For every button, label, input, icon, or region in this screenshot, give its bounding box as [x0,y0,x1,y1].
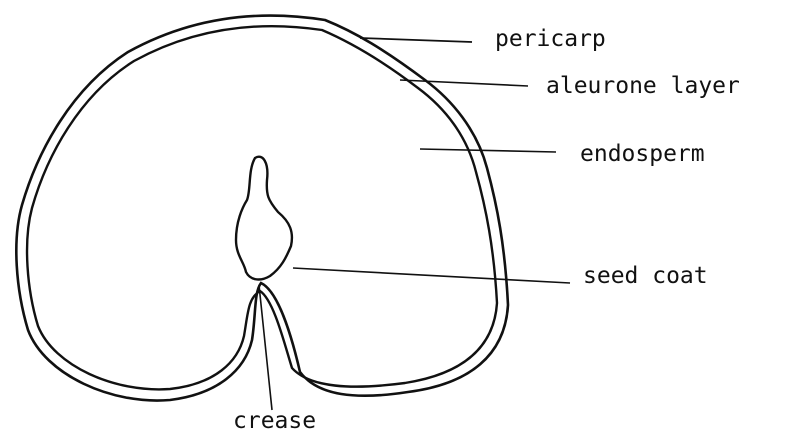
seed-coat-leader-line [293,268,570,283]
aleurone-layer-label: aleurone layer [546,75,740,98]
endosperm-leader-line [420,149,556,152]
endosperm-label: endosperm [580,143,705,166]
pericarp-label: pericarp [495,28,606,51]
pericarp-leader-line [360,38,472,42]
aleurone-leader-line [400,80,528,86]
crease-label: crease [233,410,316,433]
pericarp-outline [16,15,508,400]
central-cavity [236,157,292,280]
seed-coat-label: seed coat [583,265,708,288]
